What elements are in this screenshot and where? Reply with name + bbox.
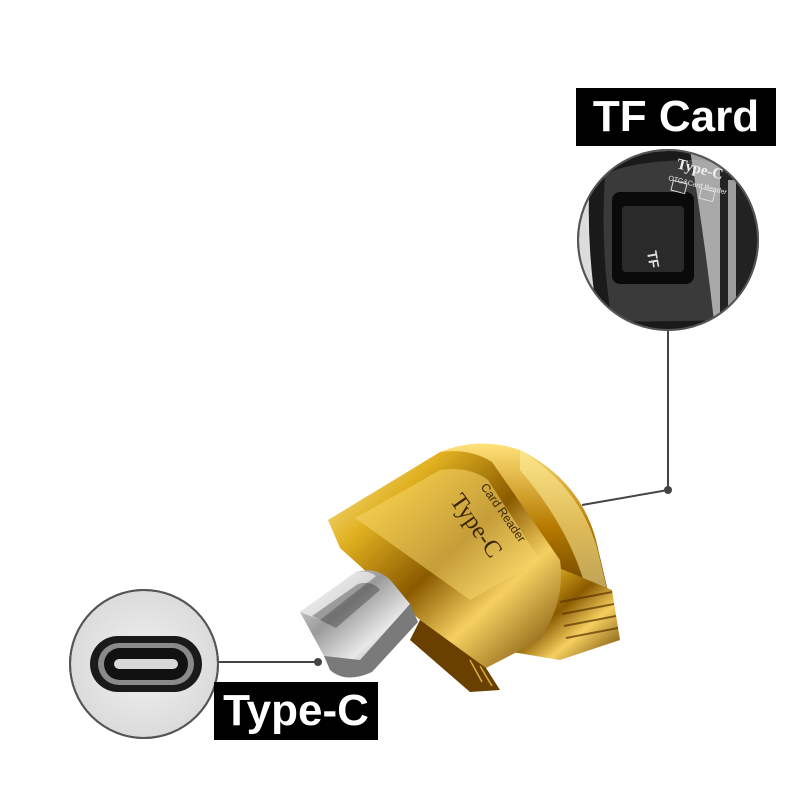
tf-card-label: TF Card bbox=[576, 88, 776, 146]
card-reader-device: Type-C Card Reader bbox=[328, 443, 620, 692]
leader-line-tf bbox=[581, 330, 672, 506]
type-c-label: Type-C bbox=[214, 682, 378, 740]
tf-slot-marking: TF bbox=[644, 250, 663, 270]
typec-port-zoom bbox=[69, 589, 219, 739]
usb-c-plug bbox=[300, 570, 418, 678]
leader-line-typec bbox=[218, 658, 322, 666]
tf-slot-zoom: TF Type-C OTG&Card Reader bbox=[577, 149, 759, 331]
